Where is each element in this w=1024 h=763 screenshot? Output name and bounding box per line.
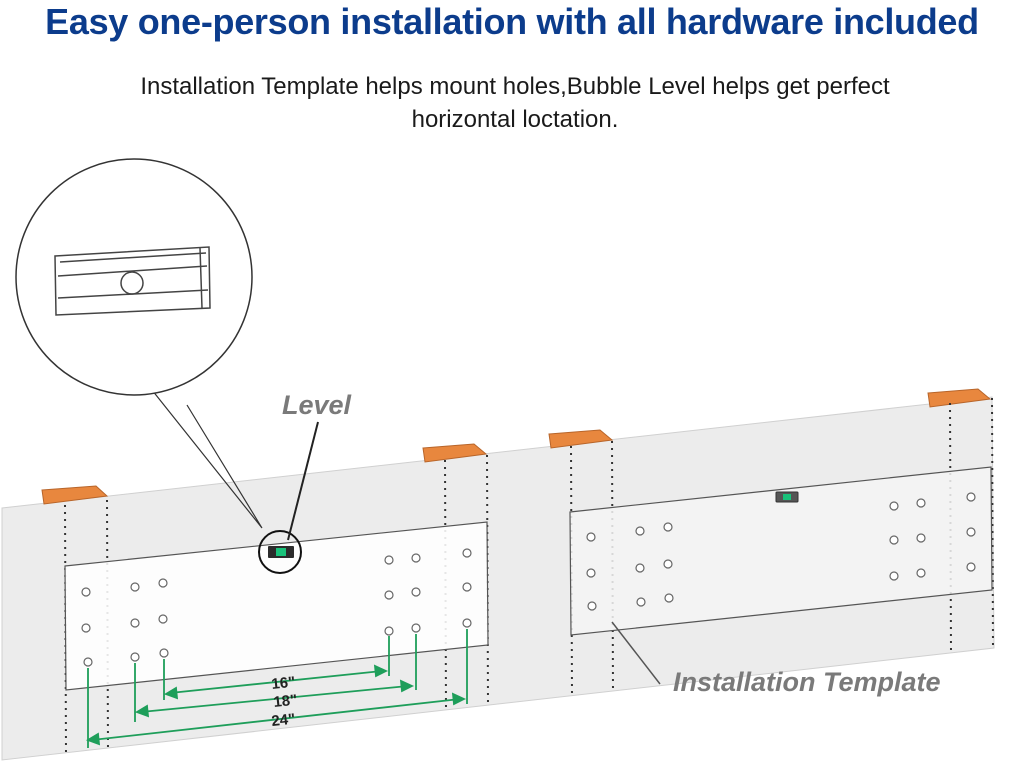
mount-hole (81, 587, 91, 597)
level-highlight-ring (258, 530, 302, 574)
mount-hole (130, 652, 140, 662)
mount-hole (635, 563, 645, 573)
mount-hole (462, 618, 472, 628)
mount-hole (663, 522, 673, 532)
mount-hole (411, 623, 421, 633)
template-left-holes (81, 548, 472, 667)
stud-top-2 (422, 443, 488, 463)
mount-hole (159, 648, 169, 658)
template-right (569, 466, 993, 636)
template-pointer-line (611, 621, 661, 685)
mount-hole (664, 593, 674, 603)
mount-hole (130, 582, 140, 592)
mount-hole (158, 614, 168, 624)
template-right-holes (586, 492, 976, 611)
dimension-16-line (169, 670, 383, 694)
level-pointer-line (287, 421, 319, 541)
dimension-24-label: 24" (271, 711, 296, 730)
bubble-level-left (268, 546, 294, 558)
mount-hole (462, 582, 472, 592)
level-label: Level (282, 390, 352, 420)
magnifier-tail (151, 389, 263, 529)
mount-hole (462, 548, 472, 558)
mount-hole (411, 553, 421, 563)
mount-hole (889, 501, 899, 511)
mount-hole (916, 533, 926, 543)
mount-hole (81, 623, 91, 633)
stud-tops (41, 388, 992, 505)
subtitle-line-1: Installation Template helps mount holes,… (140, 73, 890, 100)
dimension-18-line (140, 685, 409, 713)
dimension-16-label: 16" (271, 674, 296, 693)
mount-hole (130, 618, 140, 628)
template-left (64, 521, 489, 691)
mount-hole (916, 568, 926, 578)
mount-hole (411, 587, 421, 597)
mount-hole (966, 527, 976, 537)
mount-hole (384, 555, 394, 565)
dimension-24-line (91, 698, 461, 741)
stud-top-3 (548, 429, 614, 449)
stud-top-1 (41, 485, 109, 505)
mount-hole (889, 571, 899, 581)
page-subtitle: Installation Template helps mount holes,… (40, 70, 990, 136)
dimension-18-label: 18" (273, 692, 298, 711)
page-title: Easy one-person installation with all ha… (45, 1, 979, 42)
mount-hole (636, 597, 646, 607)
mount-hole (158, 578, 168, 588)
mount-hole (663, 559, 673, 569)
installation-template-label: Installation Template (673, 667, 941, 697)
mount-hole (635, 526, 645, 536)
mount-hole (586, 532, 596, 542)
mount-hole (889, 535, 899, 545)
mount-hole (586, 568, 596, 578)
stud-top-4 (927, 388, 992, 408)
mount-hole (966, 562, 976, 572)
magnified-level (54, 246, 211, 316)
mount-hole (587, 601, 597, 611)
dimension-lines (85, 629, 468, 748)
subtitle-line-2: horizontal loctation. (411, 106, 619, 133)
mount-hole (384, 626, 394, 636)
bubble-level-right (775, 491, 799, 503)
mount-hole (384, 590, 394, 600)
mount-hole (83, 657, 93, 667)
mount-hole (916, 498, 926, 508)
mount-hole (966, 492, 976, 502)
